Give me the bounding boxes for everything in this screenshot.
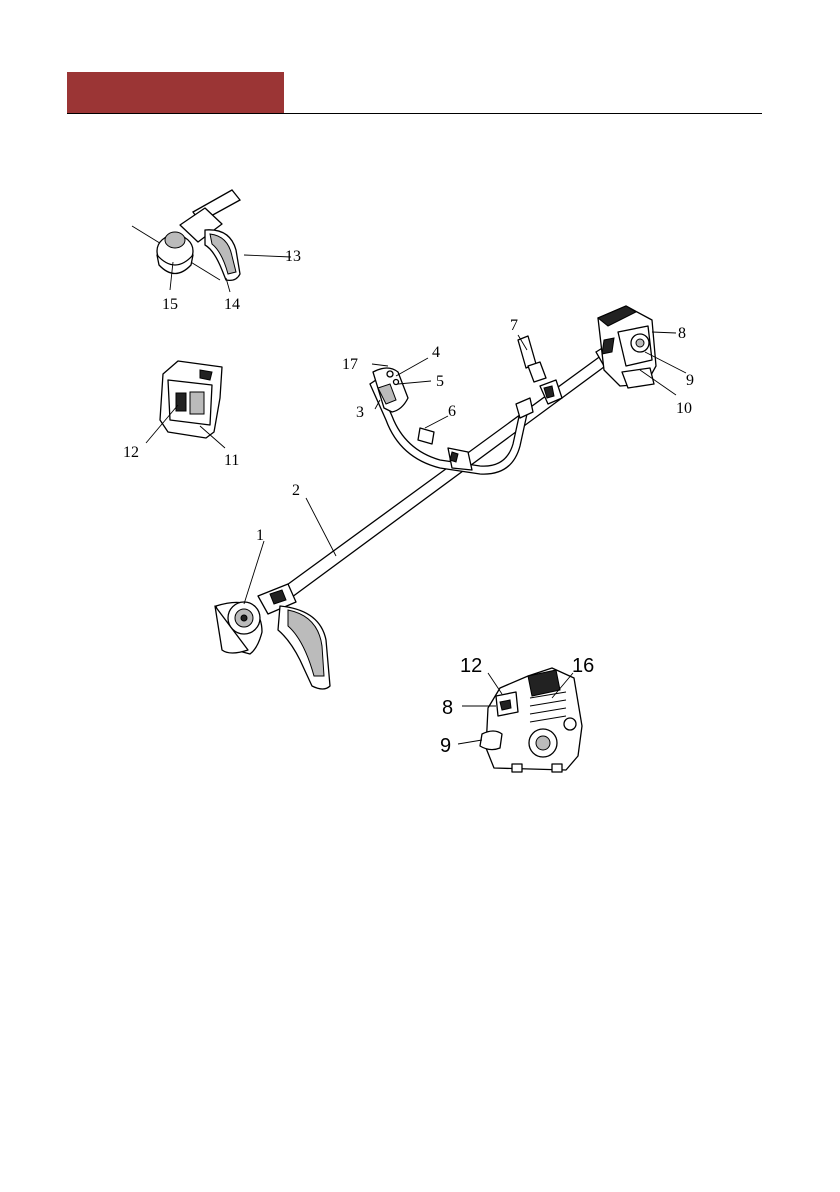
engine-assembly xyxy=(598,306,686,395)
label-1: 1 xyxy=(256,527,264,544)
label-10: 10 xyxy=(676,400,692,417)
label-5: 5 xyxy=(436,373,444,390)
label-6: 6 xyxy=(448,403,456,420)
label-2: 2 xyxy=(292,482,300,499)
cutting-head-guard xyxy=(215,541,330,689)
label-14: 14 xyxy=(224,296,240,313)
engine-label-8: 8 xyxy=(442,697,453,719)
label-12: 12 xyxy=(123,444,139,461)
label-13: 13 xyxy=(285,248,301,265)
label-15: 15 xyxy=(162,296,178,313)
harness-clamp xyxy=(518,335,562,404)
label-11: 11 xyxy=(224,452,239,469)
label-3: 3 xyxy=(356,404,364,421)
label-17: 17 xyxy=(342,356,358,373)
engine-label-16: 16 xyxy=(572,655,594,677)
engine-label-9: 9 xyxy=(440,735,451,757)
label-8: 8 xyxy=(678,325,686,342)
engine-label-12: 12 xyxy=(460,655,482,677)
main-shaft xyxy=(280,342,620,600)
engine-detail xyxy=(458,668,582,772)
trimmer-head-detail xyxy=(132,190,291,292)
label-9: 9 xyxy=(686,372,694,389)
label-4: 4 xyxy=(432,344,440,361)
label-7: 7 xyxy=(510,317,518,334)
leader-2 xyxy=(306,498,336,556)
air-filter-cover-detail xyxy=(146,361,225,448)
